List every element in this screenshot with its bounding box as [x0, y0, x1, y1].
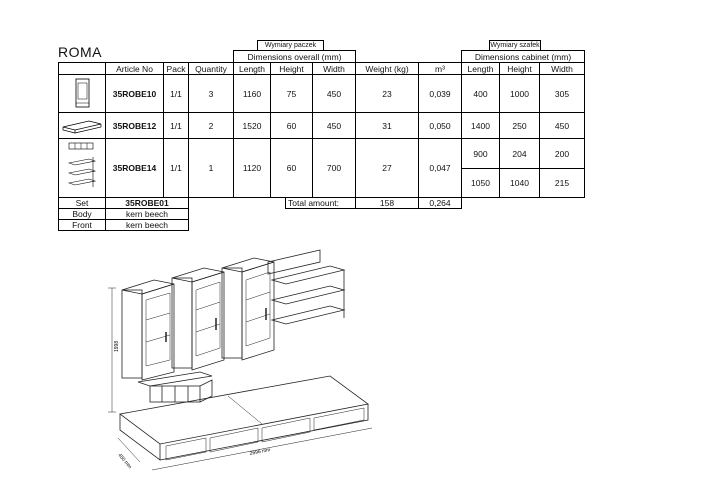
- cabinet-middle: [171, 267, 225, 371]
- depth-dimension: 450 mm: [116, 452, 132, 470]
- cube-shelf: [137, 371, 213, 403]
- row2-m3: 0,050: [418, 112, 462, 139]
- row1-thumbnail: [58, 74, 106, 113]
- row3-m3: 0,047: [418, 138, 462, 198]
- lowboard: [119, 375, 369, 461]
- row1-width: 450: [312, 74, 356, 113]
- row1-qty: 3: [188, 74, 234, 113]
- cabinet-left: [121, 279, 175, 381]
- row1-cabinet-height: 1000: [499, 74, 540, 113]
- dimension-lines: [108, 287, 373, 471]
- row3-width: 700: [312, 138, 356, 198]
- row3-thumbnail: [58, 138, 106, 198]
- row1-article: 35ROBE10: [105, 74, 164, 113]
- total-m3: 0,264: [418, 197, 462, 209]
- row1-height: 75: [270, 74, 313, 113]
- row1-cabinet-width: 305: [539, 74, 585, 113]
- page-title: ROMA: [58, 44, 102, 60]
- front-value: kern beech: [105, 219, 189, 231]
- row2-weight: 31: [355, 112, 419, 139]
- shelf-thumbnail-icon: [67, 142, 97, 187]
- row3-length: 1120: [233, 138, 271, 198]
- wall-shelves: [267, 249, 346, 325]
- length-dimension: 2696 mm: [249, 447, 271, 457]
- row3a-cabinet-width: 200: [539, 138, 585, 169]
- row1-cabinet-length: 400: [461, 74, 500, 113]
- row3b-cabinet-length: 1050: [461, 168, 500, 198]
- row3b-cabinet-width: 215: [539, 168, 585, 198]
- cabinet-right: [221, 257, 275, 361]
- total-weight: 158: [355, 197, 419, 209]
- cabinet-thumbnail-icon: [75, 78, 90, 108]
- height-dimension: 1998: [114, 341, 120, 352]
- lowboard-thumbnail-icon: [62, 120, 102, 134]
